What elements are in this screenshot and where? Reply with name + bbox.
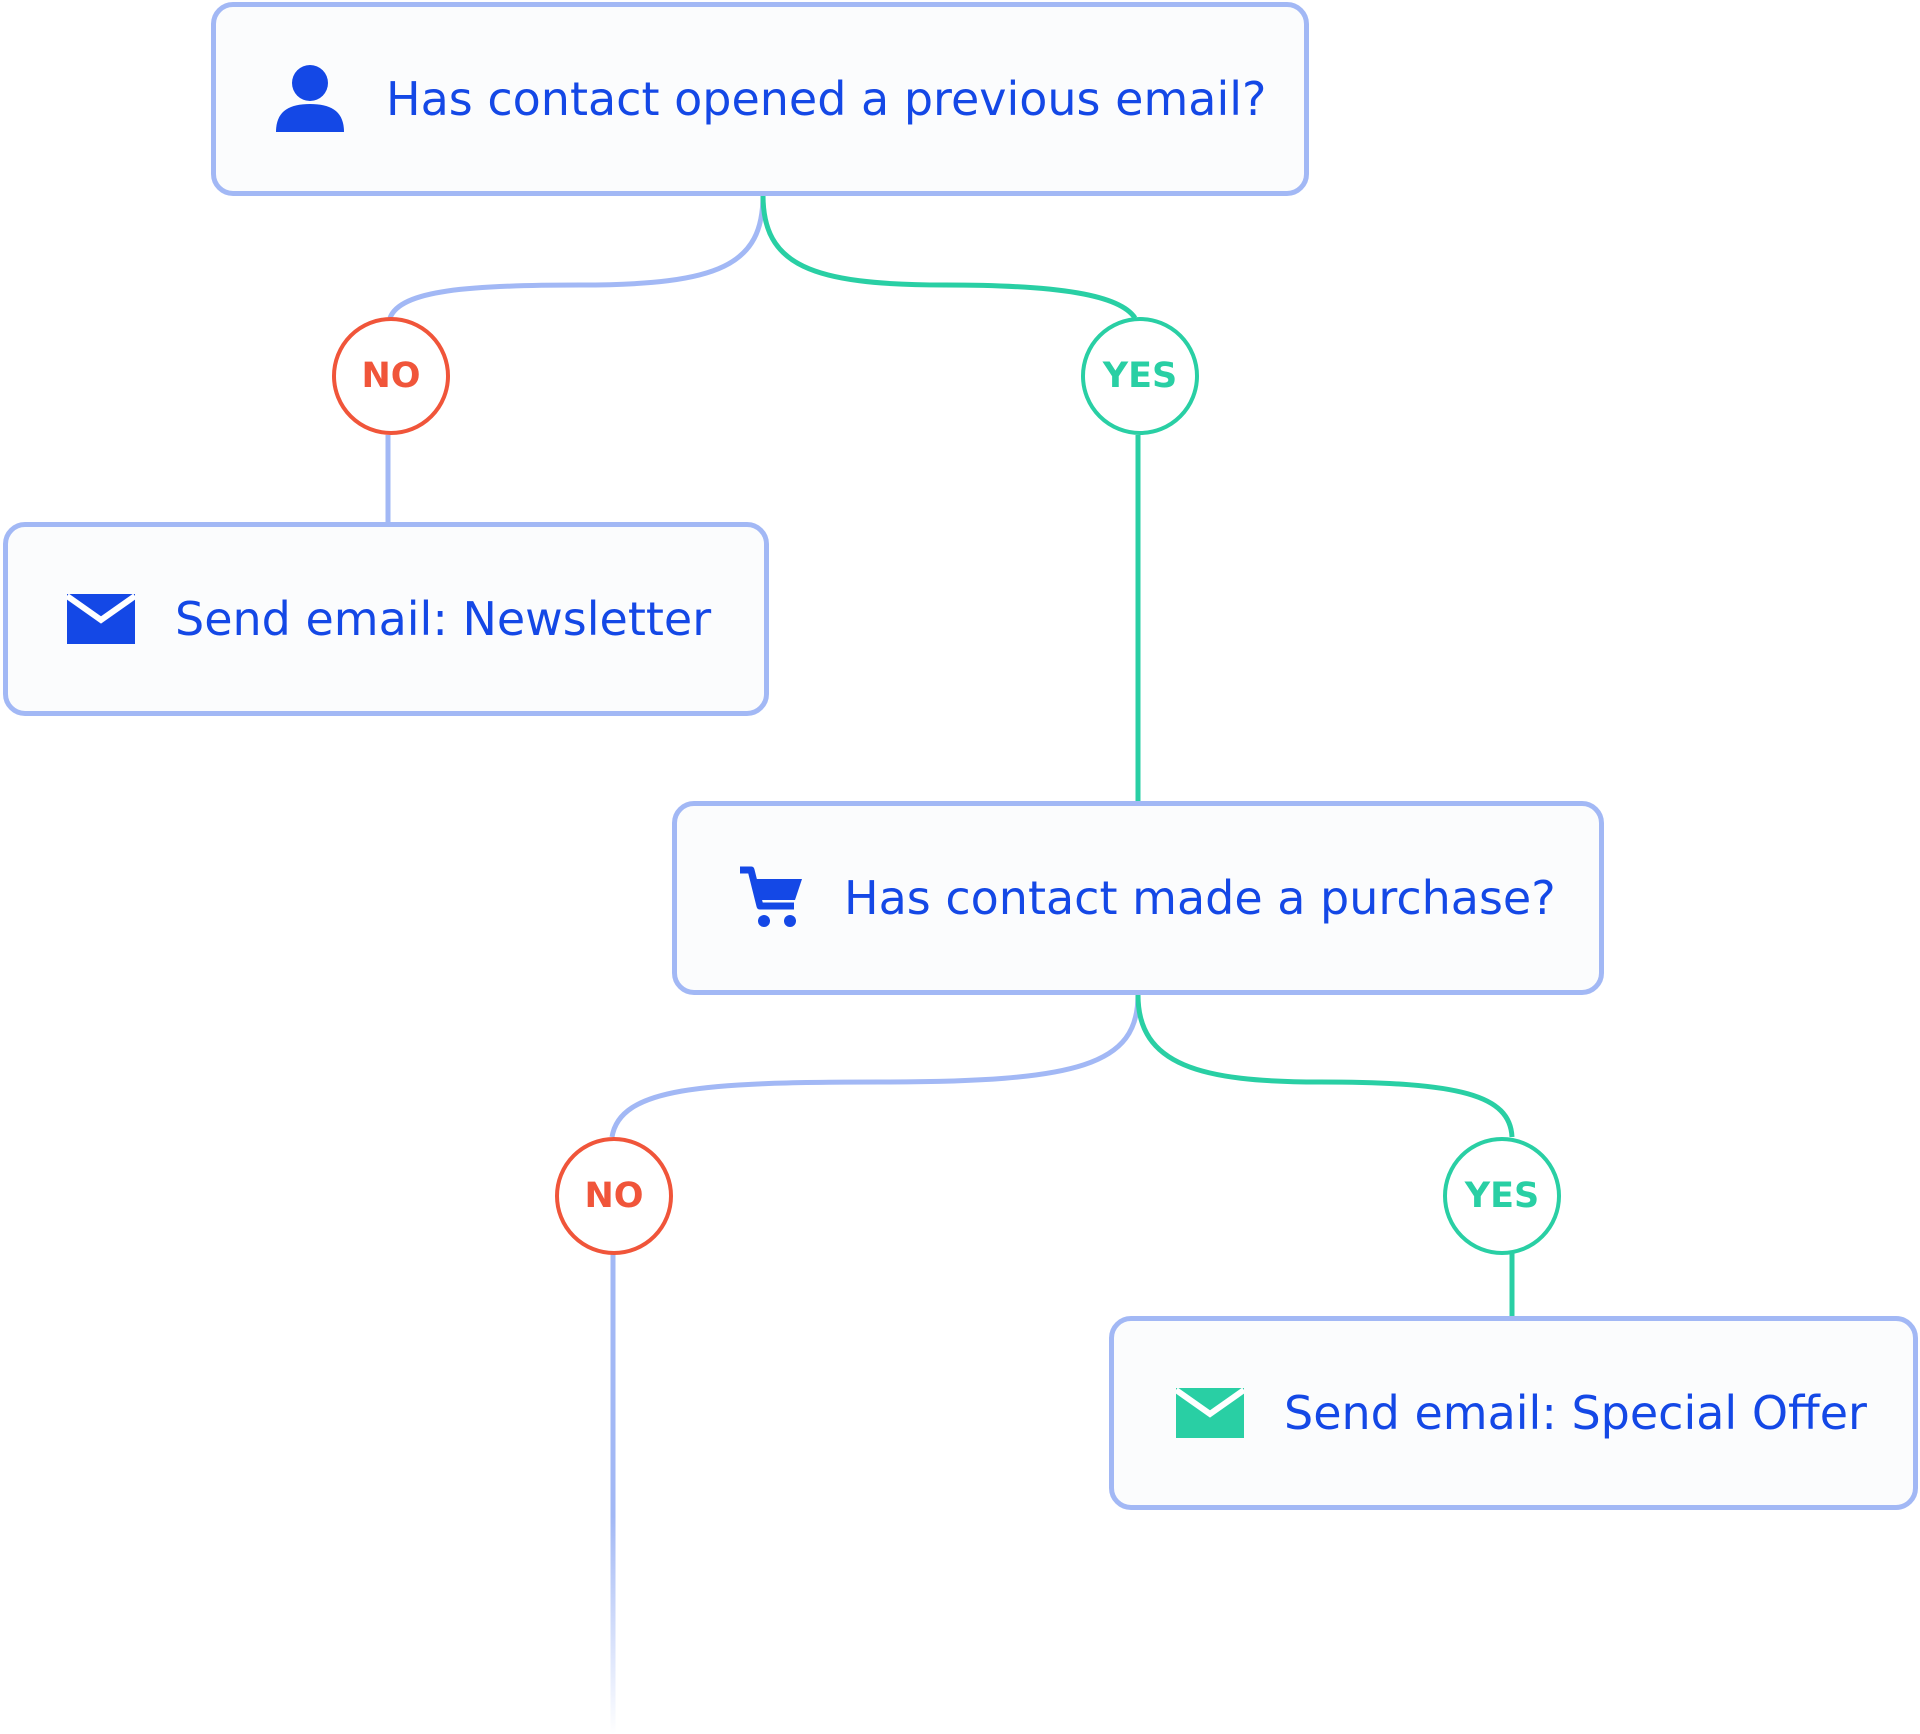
action-node-special-offer[interactable]: Send email: Special Offer: [1109, 1316, 1918, 1510]
branch-badge-no: NO: [332, 317, 450, 435]
badge-label: YES: [1464, 1176, 1540, 1216]
user-icon: [274, 64, 346, 134]
branch-badge-yes: YES: [1443, 1137, 1561, 1255]
badge-label: NO: [361, 356, 421, 396]
node-label: Has contact opened a previous email?: [386, 72, 1267, 126]
action-node-newsletter[interactable]: Send email: Newsletter: [3, 522, 769, 716]
node-label: Has contact made a purchase?: [844, 871, 1556, 925]
envelope-icon: [67, 594, 135, 644]
badge-label: YES: [1102, 356, 1178, 396]
branch-badge-yes: YES: [1081, 317, 1199, 435]
connector-q2-no: [609, 994, 1141, 1138]
node-label: Send email: Newsletter: [175, 592, 712, 646]
connector-q2-yes: [1135, 994, 1515, 1138]
node-label: Send email: Special Offer: [1284, 1386, 1867, 1440]
badge-label: NO: [584, 1176, 644, 1216]
branch-badge-no: NO: [555, 1137, 673, 1255]
decision-node-opened-email[interactable]: Has contact opened a previous email?: [211, 2, 1309, 196]
decision-node-made-purchase[interactable]: Has contact made a purchase?: [672, 801, 1604, 995]
envelope-icon: [1176, 1388, 1244, 1438]
cart-icon: [738, 866, 804, 930]
connector-q1-no: [387, 194, 766, 320]
connector-q1-yes: [760, 194, 1138, 320]
